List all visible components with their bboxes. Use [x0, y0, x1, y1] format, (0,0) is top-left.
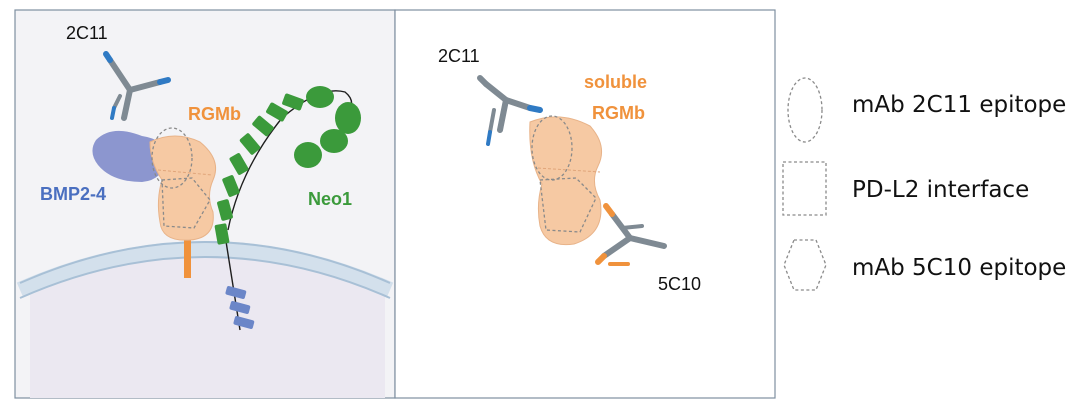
antibody-2c11-left: [103, 51, 171, 121]
cell-membrane: [16, 241, 394, 398]
legend-label-5c10-epitope: mAb 5C10 epitope: [852, 255, 1066, 281]
label-5c10: 5C10: [658, 274, 701, 294]
label-bmp2-4: BMP2-4: [40, 184, 106, 204]
legend-rectangle-icon: [782, 161, 827, 216]
label-soluble: soluble: [584, 72, 647, 92]
label-rgmb: RGMb: [188, 104, 241, 124]
legend: mAb 2C11 epitope PD-L2 interface mAb 5C1…: [782, 77, 1066, 291]
rgmb-receptor: [149, 127, 217, 278]
label-2c11-right: 2C11: [438, 46, 480, 66]
legend-hexagon-icon: [783, 239, 827, 291]
label-2c11-left: 2C11: [66, 23, 108, 43]
legend-label-pdl2-interface: PD-L2 interface: [852, 177, 1029, 203]
legend-ellipse-icon: [787, 77, 823, 143]
legend-label-2c11-epitope: mAb 2C11 epitope: [852, 92, 1066, 118]
antibody-5c10: [595, 203, 667, 266]
bmp-ligand-shape: [92, 130, 167, 182]
label-soluble-rgmb: RGMb: [592, 103, 645, 123]
label-neo1: Neo1: [308, 189, 352, 209]
neo1-receptor: [214, 86, 361, 331]
antibody-2c11-right: [477, 75, 543, 146]
soluble-rgmb: [529, 115, 603, 246]
